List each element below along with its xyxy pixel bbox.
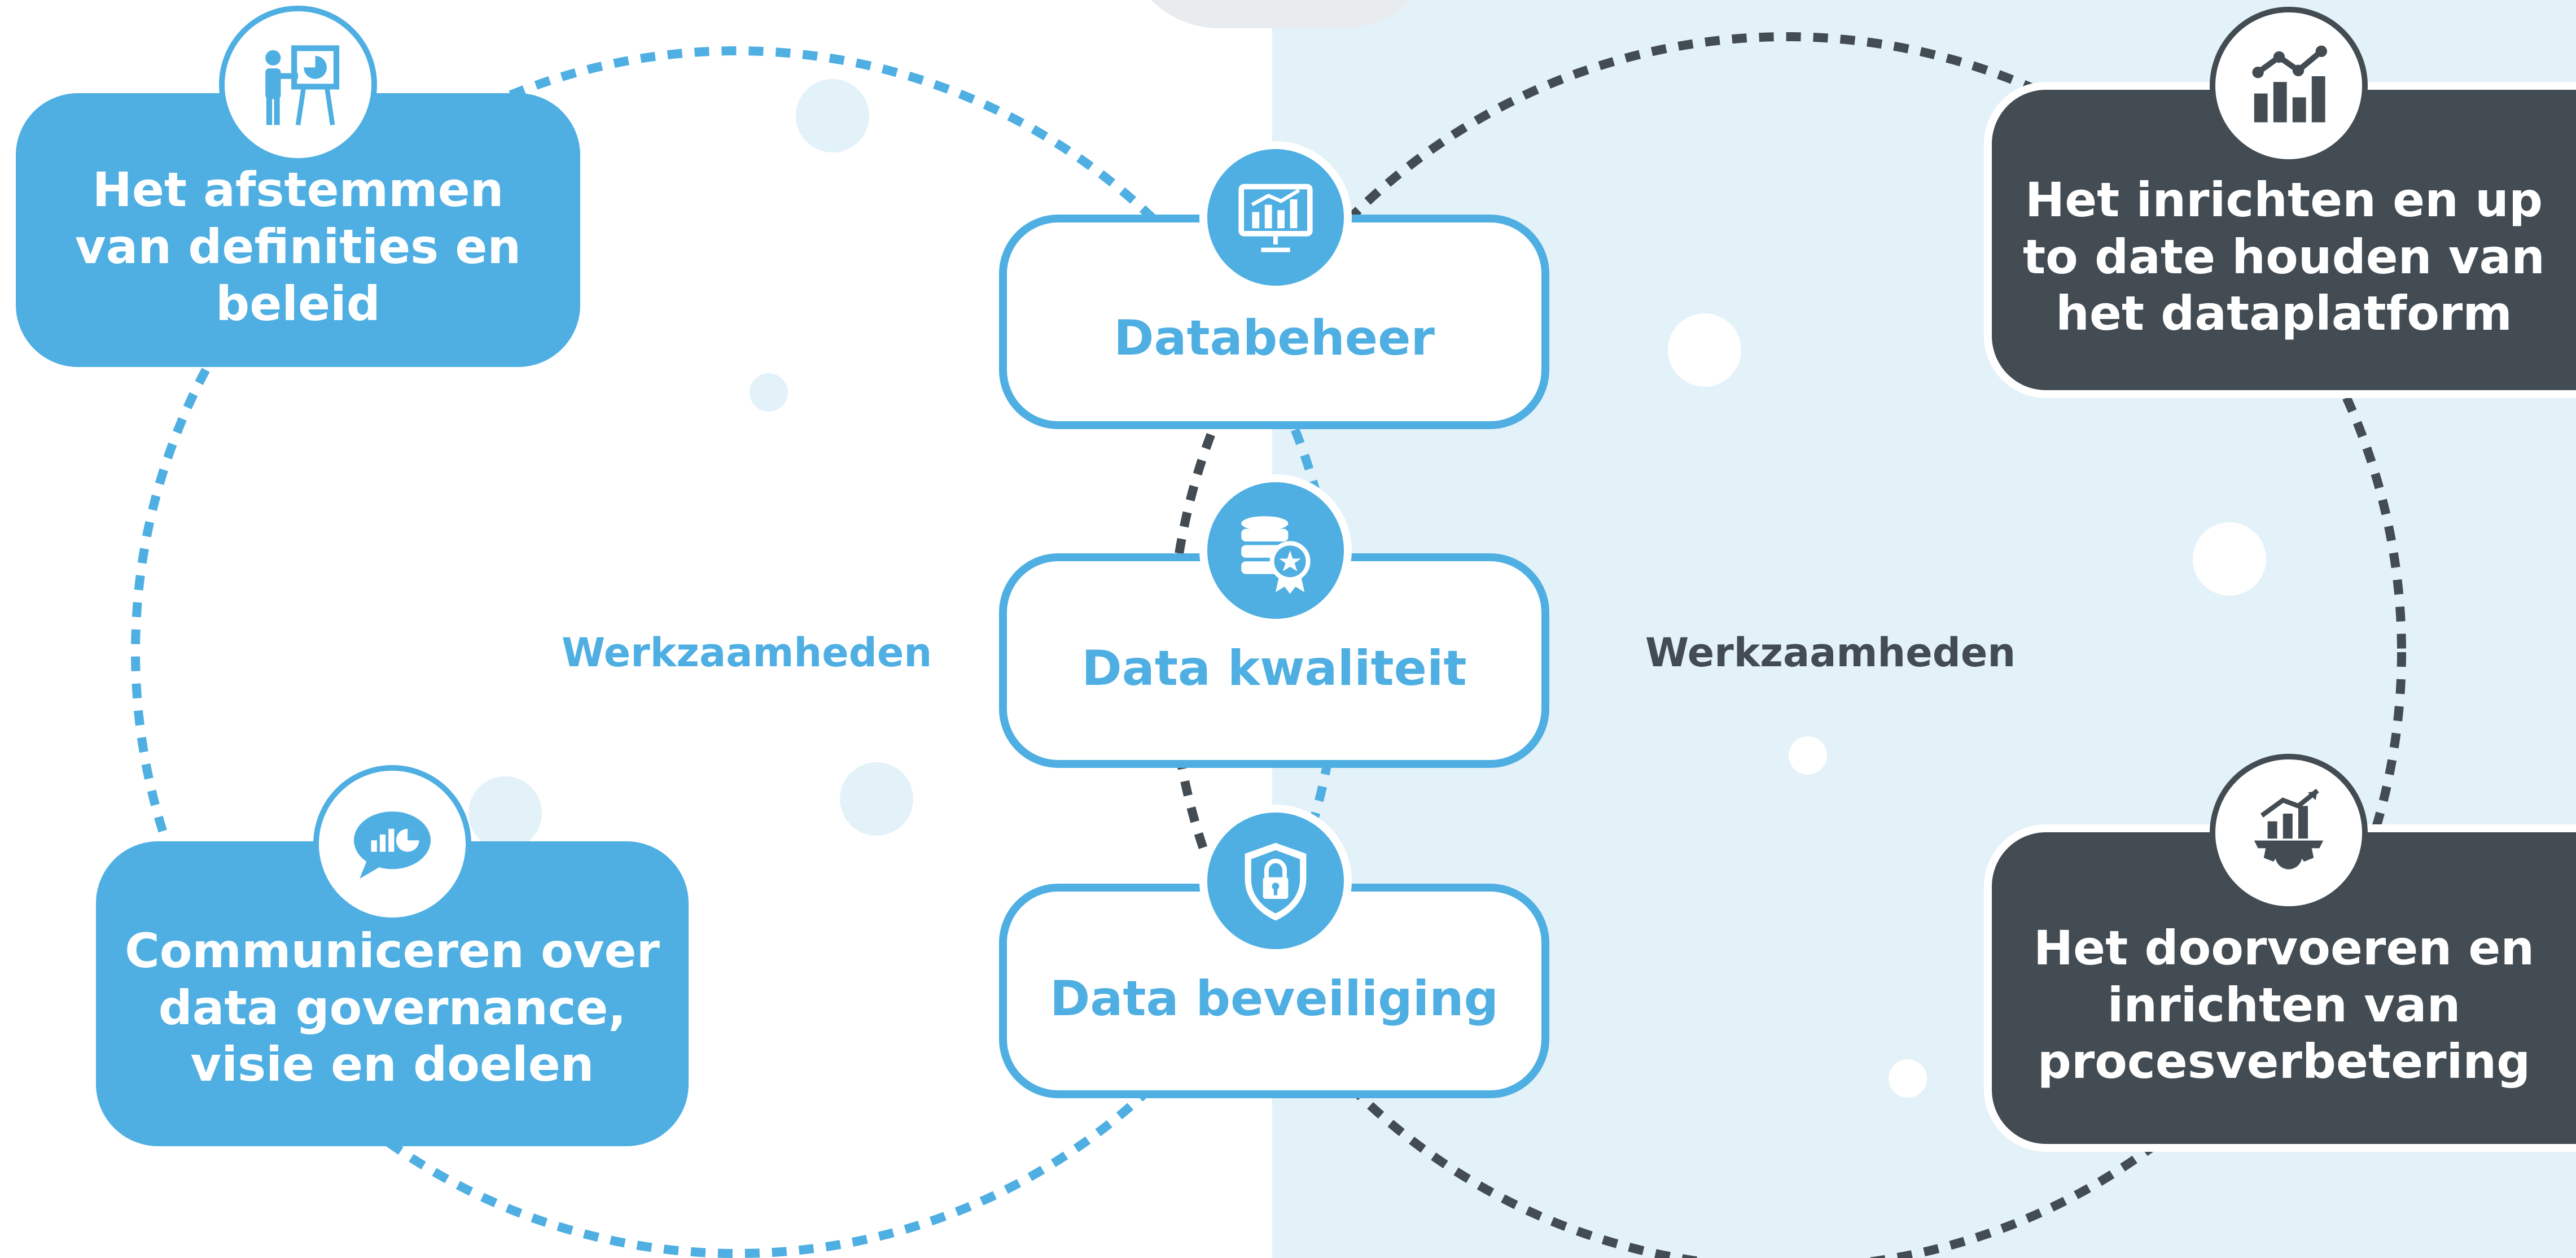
right-task-label: Het inrichten en up to date houden van h… (2023, 172, 2545, 342)
database-award-icon (1199, 474, 1352, 627)
center-card-label: Data kwaliteit (1081, 640, 1467, 697)
decor-dot (1668, 313, 1741, 387)
decor-dot (750, 373, 788, 412)
gear-growth-chart-icon (2210, 754, 2368, 912)
decor-dot (468, 776, 542, 850)
center-card-label: Data beveiliging (1049, 971, 1499, 1028)
left-task-label: Het afstemmen van definities en beleid (75, 162, 522, 331)
decor-dot (840, 762, 913, 836)
decor-dot (796, 79, 869, 152)
decor-dot (2193, 522, 2266, 596)
shield-lock-icon (1199, 805, 1352, 957)
center-card-label: Databeheer (1114, 310, 1435, 367)
left-task-label: Communiceren over data governance, visie… (125, 923, 660, 1093)
decor-dot (1889, 1059, 1927, 1098)
left-task-card: Communiceren over data governance, visie… (96, 841, 689, 1146)
right-task-label: Het doorvoeren en inrichten van procesve… (2033, 920, 2535, 1090)
bar-trend-chart-icon (2210, 7, 2368, 165)
monitor-chart-icon (1199, 141, 1352, 294)
presentation-board-icon (219, 6, 377, 164)
left-section-label: Werkzaamheden (562, 630, 932, 676)
decor-dot (1789, 736, 1827, 775)
chat-bubble-chart-icon (313, 765, 471, 923)
center-card: Data beveiliging (999, 884, 1549, 1098)
right-section-label: Werkzaamheden (1645, 630, 2016, 676)
